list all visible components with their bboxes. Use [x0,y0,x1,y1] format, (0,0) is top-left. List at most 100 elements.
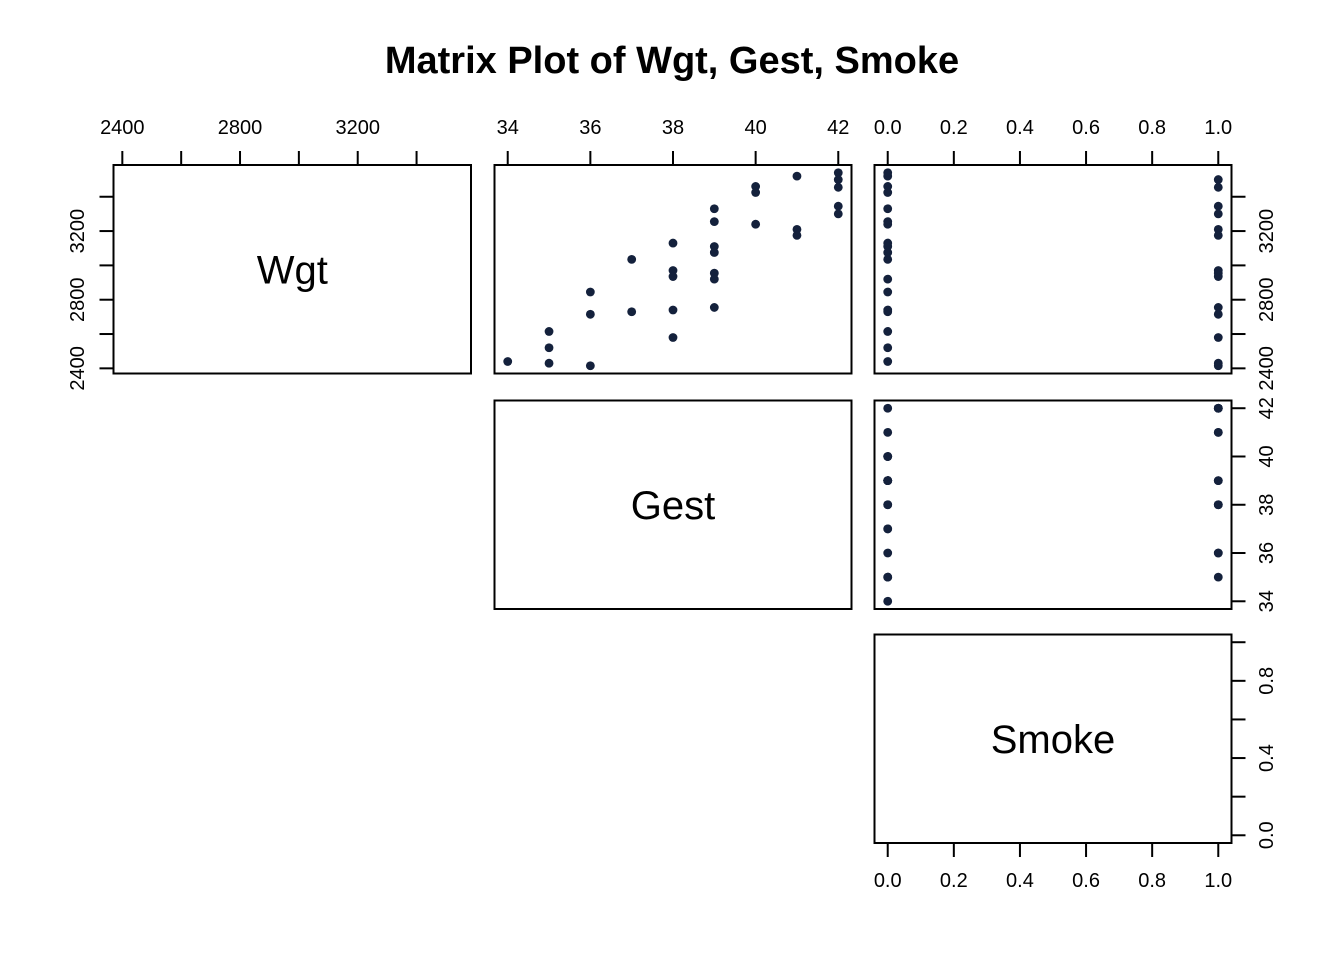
axis-tick-label: 0.6 [1072,870,1100,892]
diagonal-label-gest: Gest [631,484,715,528]
scatter-point [1213,500,1223,510]
scatter-point [1213,230,1223,240]
scatter-point [751,219,761,229]
scatter-point [792,230,802,240]
panel-Wgt-Wgt [112,164,472,375]
scatter-point [544,343,554,353]
axis-tick-label: 2400 [1256,346,1278,391]
scatter-point [751,188,761,197]
scatter-point [627,254,637,264]
axis-tick-label: 36 [579,117,601,139]
scatter-point [833,168,843,178]
axis-tick-label: 0.8 [1256,667,1278,695]
scatter-point [668,305,678,315]
scatter-point [883,254,893,264]
scatter-point [585,361,595,371]
scatter-point [503,357,513,366]
diagonal-label-wgt: Wgt [257,248,328,292]
axis-tick-label: 40 [745,117,767,139]
axis-tick-label: 0.8 [1138,117,1166,139]
scatter-point [883,524,893,534]
axis-tick-label: 0.4 [1006,117,1034,139]
scatter-point [883,357,893,366]
scatter-point [585,309,595,319]
scatter-point [1213,209,1223,219]
axis-tick-label: 3200 [335,117,380,139]
scatter-point [544,358,554,368]
axis-tick-label: 2400 [67,346,89,391]
scatter-point [833,201,843,211]
axis-tick-label: 3200 [1256,209,1278,254]
axis-tick-label: 0.6 [1072,117,1100,139]
panel-Smoke-Smoke [873,633,1233,844]
axis-tick-label: 34 [497,117,519,139]
scatter-point [1213,175,1223,184]
axis-tick-label: 1.0 [1204,117,1232,139]
scatter-point [1213,309,1223,319]
scatter-point [1213,361,1223,371]
axis-tick-label: 1.0 [1204,870,1232,892]
scatter-point [1213,403,1223,413]
diagonal-label-smoke: Smoke [991,718,1116,762]
scatter-point [883,343,893,353]
scatter-point [883,403,893,413]
axis-tick-label: 0.2 [940,870,968,892]
scatter-point [883,287,893,297]
axis-tick-label: 3200 [67,209,89,254]
axis-tick-label: 38 [1256,494,1278,516]
scatter-point [792,171,802,181]
scatter-point [883,596,893,606]
axis-tick-label: 0.0 [874,117,902,139]
chart-title: Matrix Plot of Wgt, Gest, Smoke [384,40,960,82]
scatter-point [709,248,719,257]
scatter-point [883,168,893,178]
scatter-point [883,305,893,315]
scatter-point [709,217,719,227]
axis-tick-label: 36 [1256,542,1278,564]
axis-tick-label: 0.4 [1006,870,1034,892]
axis-tick-label: 2400 [100,117,145,139]
panel-Wgt-Smoke [873,164,1233,375]
scatter-point [1213,303,1223,312]
axis-tick-label: 0.2 [940,117,968,139]
scatter-point [544,327,554,336]
scatter-point [833,209,843,219]
scatter-point [668,272,678,281]
scatter-point [833,182,843,192]
scatter-point [883,476,893,486]
scatter-point [883,219,893,229]
axis-tick-label: 40 [1256,445,1278,467]
scatter-point [883,548,893,558]
scatter-point [709,204,719,214]
axis-tick-label: 42 [827,117,849,139]
scatter-point [883,204,893,214]
scatter-point [883,188,893,197]
scatter-point [1213,572,1223,582]
scatter-point [585,287,595,297]
scatter-point [1213,476,1223,486]
scatter-point [668,238,678,248]
axis-tick-label: 2800 [218,117,263,139]
scatter-point [883,452,893,461]
scatter-point [1213,201,1223,211]
scatter-point [1213,182,1223,192]
panel-Gest-Smoke [873,399,1233,610]
axis-tick-label: 0.8 [1138,870,1166,892]
scatter-point [833,175,843,184]
axis-tick-label: 34 [1256,590,1278,612]
scatter-point [709,303,719,312]
scatter-point [627,307,637,317]
scatter-point [883,572,893,582]
scatter-point [883,500,893,510]
panel-Gest-Gest [493,399,853,610]
axis-tick-label: 0.0 [874,870,902,892]
scatter-point [883,248,893,257]
scatter-point [883,274,893,284]
axis-tick-label: 0.0 [1256,821,1278,849]
scatter-point [1213,333,1223,342]
scatter-point [1213,548,1223,558]
axis-tick-label: 2800 [1256,277,1278,322]
scatter-point [883,427,893,437]
